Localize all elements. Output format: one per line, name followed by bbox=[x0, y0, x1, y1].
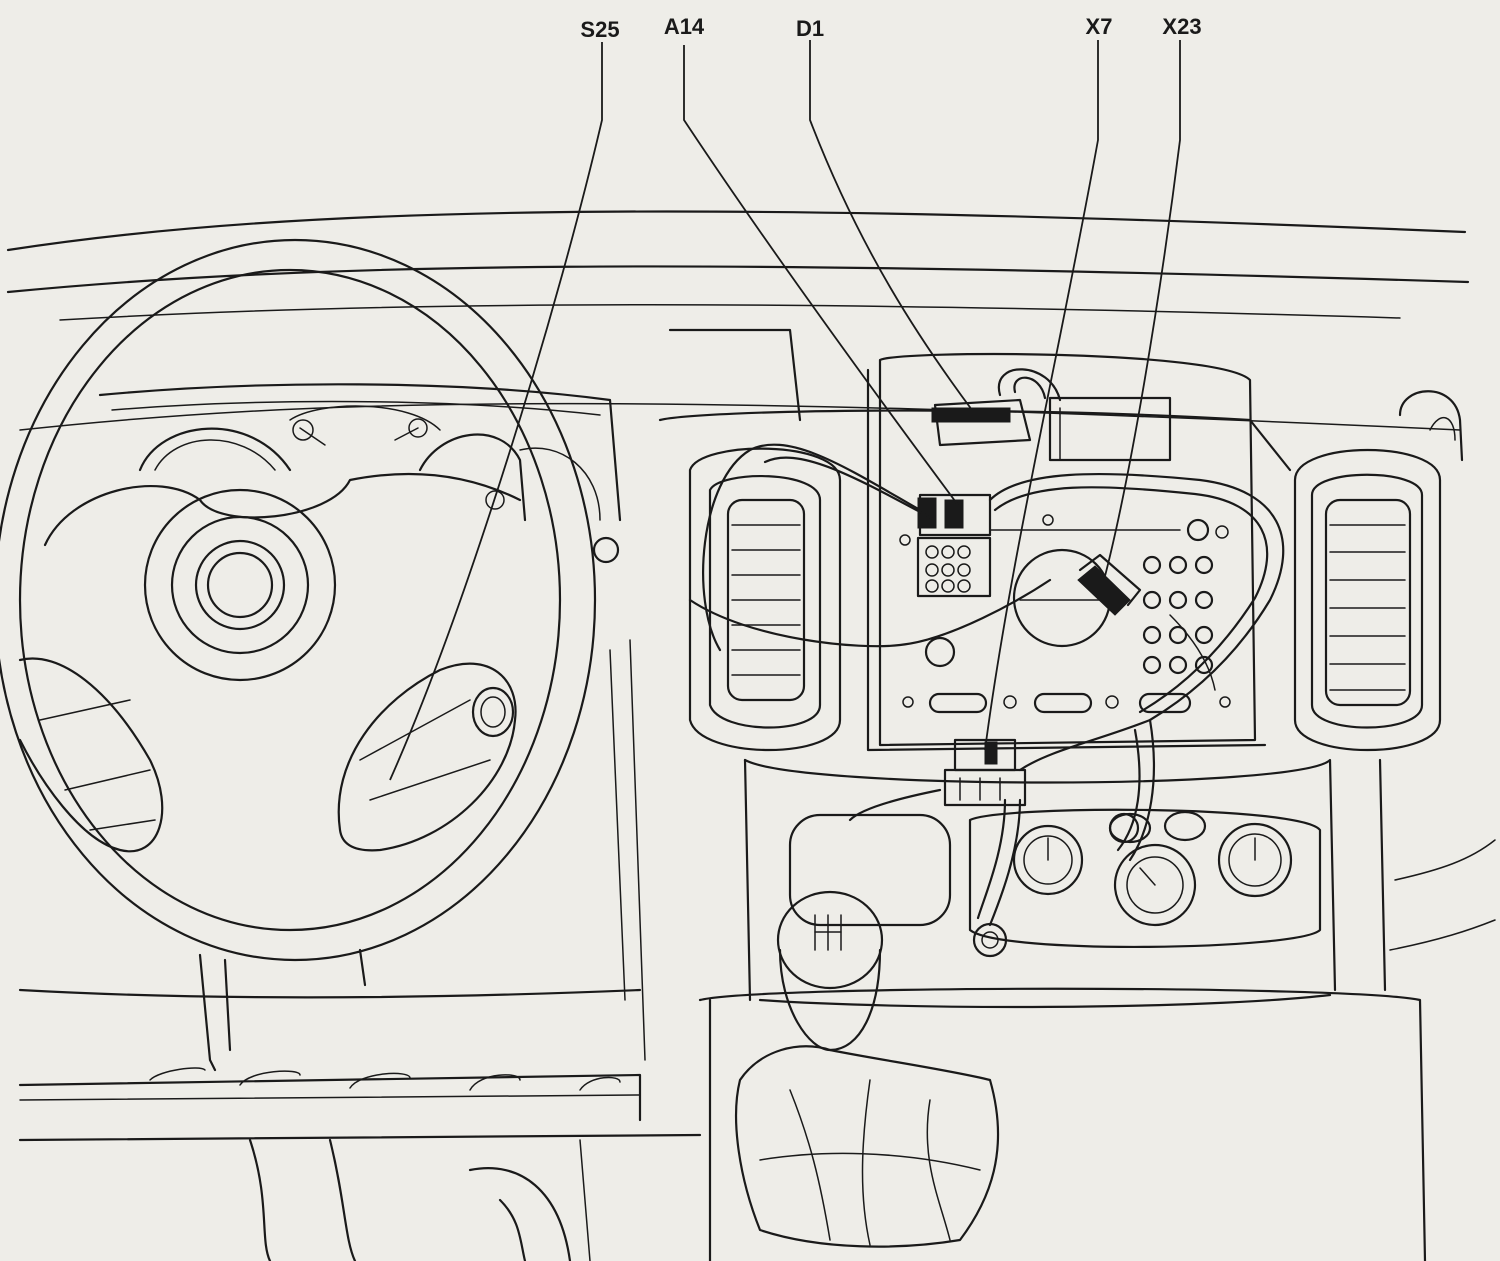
leader-a14 bbox=[683, 45, 959, 506]
leader-x7 bbox=[984, 40, 1099, 751]
right-air-vent bbox=[1293, 390, 1464, 751]
leader-d1 bbox=[809, 40, 973, 411]
wiring-harness bbox=[688, 443, 1285, 958]
connector-x23 bbox=[1077, 553, 1142, 616]
callout-labels: S25 A14 D1 X7 X23 bbox=[580, 14, 1201, 42]
left-air-vent bbox=[688, 447, 842, 751]
callout-x7: X7 bbox=[1086, 14, 1113, 39]
connector-d1 bbox=[931, 368, 1062, 447]
dashboard-top-outline bbox=[6, 210, 1470, 431]
callout-a14: A14 bbox=[664, 14, 705, 39]
lower-left-dash bbox=[18, 639, 702, 1261]
connector-x7 bbox=[943, 738, 1027, 807]
leader-x23 bbox=[1103, 40, 1181, 581]
callout-x23: X23 bbox=[1162, 14, 1201, 39]
leader-s25 bbox=[389, 42, 603, 781]
gear-lever bbox=[698, 890, 1427, 1261]
callout-s25: S25 bbox=[580, 17, 619, 42]
right-side-trim bbox=[1378, 758, 1496, 992]
heater-controls bbox=[788, 808, 1322, 948]
callout-leaders bbox=[389, 40, 1181, 781]
steering-wheel bbox=[0, 239, 597, 1072]
instrument-cluster bbox=[98, 383, 622, 564]
connector-a14 bbox=[916, 493, 992, 598]
callout-d1: D1 bbox=[796, 16, 824, 41]
centre-console-frame bbox=[658, 328, 1337, 1009]
